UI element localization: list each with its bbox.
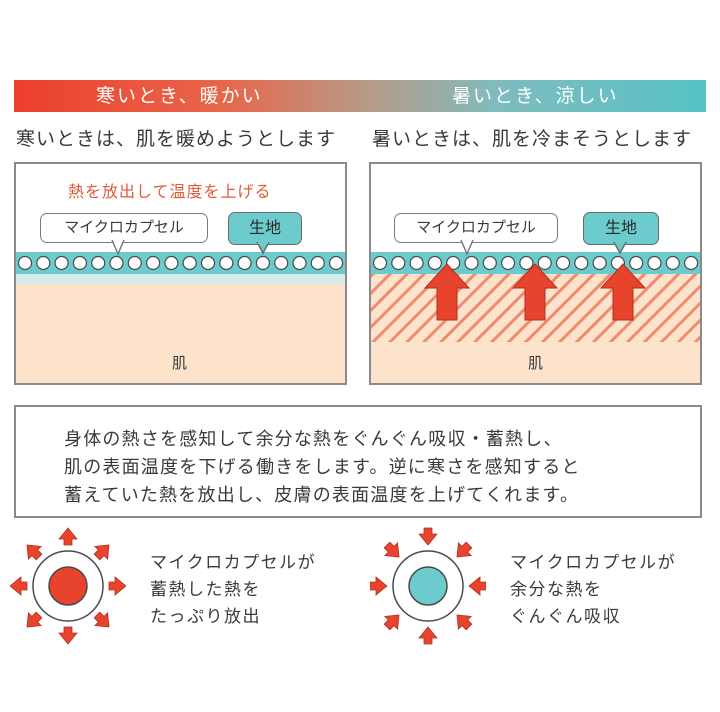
release-caption-line: マイクロカプセルが (150, 553, 317, 573)
microcapsule (464, 255, 479, 271)
warm-fabric-tag: 生地 (228, 212, 302, 245)
microcapsule (164, 255, 179, 271)
warm-skin-label: 肌 (172, 354, 188, 372)
release-arrow (93, 611, 110, 628)
absorb-arrow (370, 576, 388, 596)
banner-warm-label: 寒いとき、暖かい (96, 85, 263, 107)
release-arrow (108, 576, 126, 596)
cool-fabric-pointer (613, 242, 627, 255)
absorb-caption-line: ぐんぐん吸収 (510, 607, 621, 627)
microcapsule (482, 255, 497, 271)
microcapsule (36, 255, 51, 271)
warm-capsule-row (16, 252, 345, 274)
release-arrow (58, 626, 78, 645)
microcapsule (146, 255, 161, 271)
release-arrow (26, 544, 43, 561)
microcapsule (127, 255, 142, 271)
microcapsule (237, 255, 252, 271)
microcapsule (310, 255, 325, 271)
microcapsule (446, 255, 461, 271)
microcapsule (109, 255, 124, 271)
warm-callout-pointer (111, 240, 125, 256)
heat-up-arrow (511, 263, 559, 321)
microcapsule (372, 255, 388, 271)
release-arrow (10, 576, 28, 596)
microcapsule (292, 255, 307, 271)
right-subheading: 暑いときは、肌を冷まそうとします (372, 128, 693, 150)
absorb-arrow (418, 527, 438, 546)
description-line: 肌の表面温度を下げる働きをします。逆に寒さを感知すると (64, 457, 581, 478)
microcapsule (684, 255, 699, 271)
cool-fabric-tag: 生地 (583, 212, 659, 245)
warm-fabric-underlayer (16, 272, 345, 284)
microcapsule (647, 255, 662, 271)
left-subheading: 寒いときは、肌を暖めようとします (16, 128, 337, 150)
release-arrow (93, 544, 110, 561)
absorb-arrow (383, 614, 400, 631)
microcapsule (409, 255, 424, 271)
heat-release-title: 熱を放出して温度を上げる (68, 182, 272, 201)
warm-capsule-callout: マイクロカプセル (40, 213, 208, 243)
microcapsule (629, 255, 644, 271)
description-line: 蓄えていた熱を放出し、皮膚の表面温度を上げてくれます。 (64, 485, 580, 506)
absorb-arrow (468, 576, 486, 596)
absorb-caption-line: 余分な熱を (510, 580, 603, 600)
microcapsule (555, 255, 571, 271)
warm-skin-layer (16, 284, 345, 383)
cool-capsule-callout: マイクロカプセル (394, 213, 558, 243)
microcapsule (427, 255, 443, 271)
absorb-caption-line: マイクロカプセルが (510, 553, 677, 573)
heat-release-icon (10, 527, 126, 645)
absorb-arrow (383, 541, 400, 558)
cool-callout-pointer (460, 240, 474, 256)
microcapsule (72, 255, 88, 271)
microcapsule (17, 255, 33, 271)
microcapsule (329, 255, 344, 271)
microcapsule (91, 255, 106, 271)
microcapsule (501, 255, 516, 271)
release-arrow (58, 527, 78, 546)
microcapsule (274, 255, 289, 271)
description-line: 身体の熱さを感知して余分な熱をぐんぐん吸収・蓄熱し、 (64, 429, 563, 450)
release-caption-line: たっぷり放出 (150, 607, 261, 627)
microcapsule (519, 255, 534, 271)
microcapsule (219, 255, 234, 271)
header-banner (14, 80, 706, 112)
absorb-arrow (418, 626, 438, 645)
microcapsule (255, 255, 270, 271)
microcapsule (391, 255, 406, 271)
microcapsule (574, 255, 589, 271)
description-box (14, 405, 702, 518)
heat-up-arrow (599, 263, 647, 321)
microcapsule (665, 255, 680, 271)
microcapsule (537, 255, 552, 271)
banner-cool-label: 暑いとき、涼しい (452, 85, 619, 107)
heat-absorb-icon (370, 527, 486, 645)
microcapsule (54, 255, 69, 271)
microcapsule (182, 255, 197, 271)
microcapsule (200, 255, 216, 271)
warm-fabric-pointer (256, 242, 270, 255)
microcapsule (592, 255, 607, 271)
release-arrow (26, 611, 43, 628)
cool-skin-label: 肌 (528, 354, 544, 372)
release-caption-line: 蓄熱した熱を (150, 580, 261, 600)
cool-capsule-row (371, 252, 700, 274)
heat-up-arrow (423, 263, 471, 321)
absorb-arrow (456, 541, 473, 558)
absorb-arrow (456, 614, 473, 631)
